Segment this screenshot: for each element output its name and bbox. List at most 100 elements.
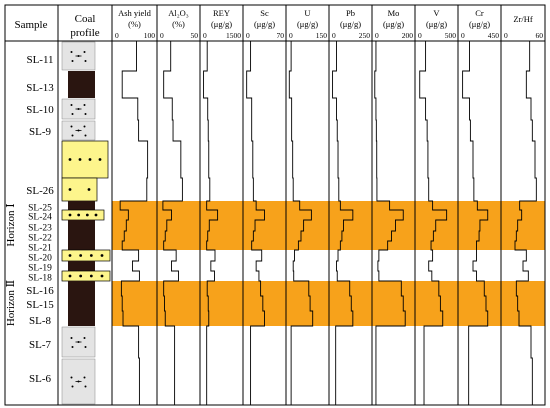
step-curve-zrhf [514, 41, 537, 405]
gangue-symbol [71, 346, 74, 348]
axis-max-ash: 100 [144, 31, 156, 40]
gangue-layer [61, 41, 96, 71]
column-unit-mo: (μg/g) [383, 19, 404, 29]
parting-symbol [89, 254, 93, 257]
gangue-symbol [71, 113, 74, 115]
parting-symbol [68, 254, 72, 257]
step-curve-v [419, 41, 448, 405]
step-curve-cr [462, 41, 489, 405]
sample-label: SL-22 [28, 233, 52, 243]
sample-label: SL-26 [26, 185, 54, 197]
column-unit-ash: (%) [128, 19, 141, 29]
column-title-pb: Pb [346, 8, 355, 18]
step-curve-u [288, 41, 314, 405]
axis-max-zrhf: 60 [536, 31, 544, 40]
parting-layer [61, 209, 105, 221]
sample-label: SL-20 [28, 253, 52, 263]
parting-symbol [68, 213, 72, 217]
parting-symbol [100, 274, 104, 278]
parting-symbol [87, 188, 91, 191]
parting-symbol [98, 158, 102, 161]
sample-label: SL-19 [28, 263, 52, 273]
sample-label: SL-18 [28, 273, 52, 283]
column-unit-rey: (μg/g) [211, 19, 232, 29]
axis-min-cr: 0 [461, 31, 465, 40]
axis-min-mo: 0 [375, 31, 379, 40]
coal-layer [68, 231, 95, 241]
axis-min-u: 0 [289, 31, 293, 40]
step-curve-rey [203, 41, 219, 405]
gangue-symbol [84, 113, 87, 115]
gangue-symbol [84, 346, 87, 348]
gangue-symbol [84, 385, 87, 388]
column-title-zrhf: Zr/Hf [513, 14, 533, 24]
axis-max-u: 150 [316, 31, 328, 40]
parting-symbol [78, 158, 82, 161]
column-unit-pb: (μg/g) [340, 19, 361, 29]
horizon-label: Horizon Ⅰ [5, 203, 17, 246]
coal-layer [68, 296, 95, 311]
step-curve-pb [332, 41, 354, 405]
parting-symbol [68, 188, 72, 191]
sample-label: SL-7 [29, 339, 52, 351]
column-unit-al2o3: (%) [172, 19, 185, 29]
gangue-symbol [70, 104, 73, 106]
gangue-symbol [71, 385, 74, 388]
parting-symbol [79, 274, 83, 278]
axis-max-pb: 250 [359, 31, 371, 40]
axis-max-al2o3: 50 [191, 31, 199, 40]
parting-symbol [79, 254, 83, 257]
axis-max-mo: 200 [402, 31, 414, 40]
axis-min-sc: 0 [246, 31, 250, 40]
column-title-cr: Cr [475, 8, 484, 18]
parting-symbol [100, 254, 104, 257]
column-title-ash: Ash yield [118, 8, 152, 18]
column-grid [4, 4, 546, 406]
step-curves [119, 41, 537, 405]
coal-layer [68, 201, 95, 210]
step-curve-sc [246, 41, 265, 405]
parting-symbol [68, 274, 72, 278]
sample-label: SL-13 [26, 82, 54, 94]
sample-label: SL-25 [28, 203, 52, 213]
sample-label: SL-9 [29, 126, 52, 138]
sample-label: SL-15 [26, 299, 54, 311]
coal-layer [68, 241, 95, 250]
axis-min-pb: 0 [332, 31, 336, 40]
column-title-al2o3: Al₂O₃ [168, 8, 189, 18]
sample-label: SL-16 [26, 285, 54, 297]
gangue-symbol [71, 60, 74, 62]
coal-layer [68, 261, 95, 271]
column-unit-u: (μg/g) [297, 19, 318, 29]
axis-min-zrhf: 0 [504, 31, 508, 40]
gangue-symbol [83, 125, 86, 128]
coal-profile-column [58, 41, 112, 405]
gangue-symbol [83, 104, 86, 106]
step-curve-mo [374, 41, 406, 405]
parting-symbol [77, 213, 81, 217]
sample-label: SL-23 [28, 223, 52, 233]
sample-label: SL-24 [28, 212, 52, 222]
axis-max-v: 500 [445, 31, 457, 40]
coal-profile-header: Coal [75, 13, 96, 25]
coal-layer [68, 281, 95, 296]
gangue-symbol [70, 125, 73, 128]
gangue-symbol [70, 51, 73, 53]
sample-label: SL-11 [26, 54, 53, 66]
step-curve-al2o3 [162, 41, 183, 405]
gangue-symbol [70, 376, 73, 379]
column-title-sc: Sc [260, 8, 269, 18]
parting-symbol [89, 274, 93, 278]
coal-layer [68, 311, 95, 326]
column-unit-cr: (μg/g) [469, 19, 490, 29]
axis-min-al2o3: 0 [160, 31, 164, 40]
sample-label: SL-21 [28, 243, 52, 253]
column-title-rey: REY [213, 8, 230, 18]
column-title-mo: Mo [388, 8, 400, 18]
parting-symbol [68, 158, 72, 161]
sample-label: SL-8 [29, 315, 52, 327]
gangue-symbol [84, 134, 87, 137]
column-title-u: U [304, 8, 310, 18]
